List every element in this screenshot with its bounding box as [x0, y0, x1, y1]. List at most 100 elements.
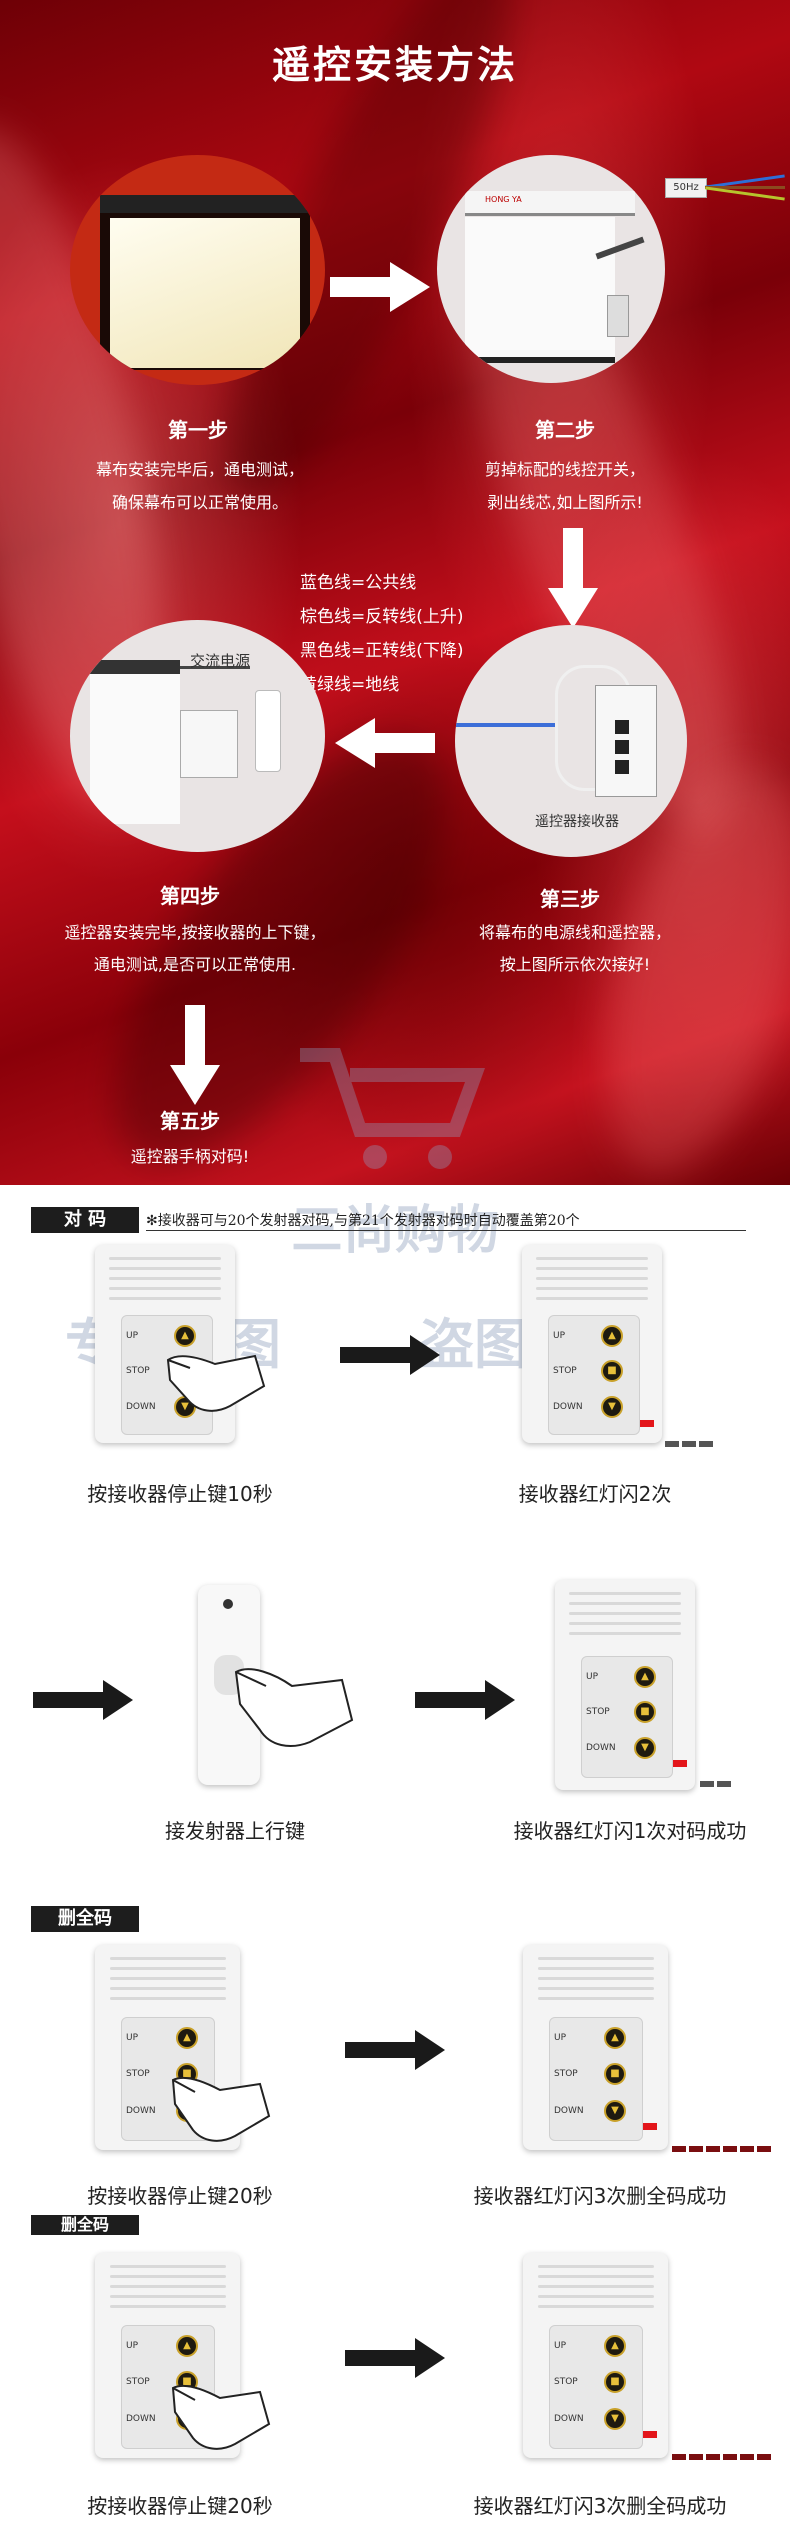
- down-button[interactable]: ▼: [634, 1737, 656, 1759]
- arrow-right-icon: [33, 1680, 133, 1720]
- step2-title: 第二步: [535, 418, 595, 442]
- stop-label: STOP: [126, 1366, 150, 1376]
- step4-photo: 交流电源: [70, 620, 325, 852]
- down-label: DOWN: [586, 1743, 616, 1753]
- up-label: UP: [586, 1672, 599, 1682]
- arrow-left-icon: [335, 718, 435, 768]
- hand-icon: [171, 2076, 271, 2142]
- up-button[interactable]: ▲: [601, 1325, 623, 1347]
- up-label: UP: [126, 1331, 139, 1341]
- stop-button[interactable]: ■: [634, 1701, 656, 1723]
- pairing-header: 对 码: [31, 1207, 139, 1233]
- stop-button[interactable]: ■: [604, 2063, 626, 2085]
- arrow-right-icon: [340, 1335, 440, 1375]
- down-label: DOWN: [126, 1402, 156, 1412]
- stop-label: STOP: [126, 2069, 150, 2079]
- step4-title: 第四步: [160, 884, 220, 908]
- step1-line2: 确保幕布可以正常使用。: [111, 493, 288, 512]
- up-button[interactable]: ▲: [176, 2027, 198, 2049]
- up-button[interactable]: ▲: [604, 2027, 626, 2049]
- ac-power-label: 交流电源: [190, 652, 251, 670]
- hand-icon: [166, 1354, 266, 1412]
- step2-line1: 剪掉标配的线控开关，: [484, 460, 645, 479]
- up-button[interactable]: ▲: [174, 1325, 196, 1347]
- stop-label: STOP: [126, 2377, 150, 2387]
- step4-line1: 遥控器安装完毕,按接收器的上下键，: [64, 923, 326, 942]
- step2-line2: 剥出线芯,如上图所示!: [487, 493, 643, 512]
- hand-icon: [171, 2384, 271, 2450]
- wire-blue: 蓝色线=公共线: [300, 573, 417, 593]
- stop-button[interactable]: ■: [604, 2371, 626, 2393]
- step3-title: 第三步: [540, 887, 600, 911]
- page-title: 遥控安装方法: [271, 42, 518, 87]
- up-label: UP: [554, 2341, 567, 2351]
- instruction-panel: 遥控安装方法 HONG YA 50Hz 第一步 幕布安装完毕后，通电测试， 确保…: [0, 0, 790, 1185]
- up-label: UP: [126, 2033, 139, 2043]
- delete2-caption-1: 按接收器停止键20秒: [87, 2494, 273, 2518]
- step3-line1: 将幕布的电源线和遥控器，: [478, 923, 671, 942]
- step5-title: 第五步: [160, 1109, 220, 1133]
- arrow-down-icon: [548, 528, 598, 628]
- step3-photo: 遥控器接收器: [455, 625, 687, 857]
- stop-label: STOP: [554, 2069, 578, 2079]
- arrow-right-icon: [345, 2030, 445, 2070]
- delete1-caption-2: 接收器红灯闪3次删全码成功: [473, 2184, 727, 2208]
- up-label: UP: [554, 2033, 567, 2043]
- cart-logo-icon: [300, 1048, 485, 1169]
- up-label: UP: [126, 2341, 139, 2351]
- stop-label: STOP: [586, 1707, 610, 1717]
- down-label: DOWN: [554, 2106, 584, 2116]
- up-label: UP: [553, 1331, 566, 1341]
- red-led: [640, 1420, 654, 1427]
- step5-line1: 遥控器手柄对码!: [130, 1147, 250, 1166]
- step1-line1: 幕布安装完毕后，通电测试，: [95, 460, 304, 479]
- arrow-right-icon: [415, 1680, 515, 1720]
- pairing-caption-4: 接收器红灯闪1次对码成功: [513, 1819, 747, 1843]
- led-blink-indicator: [672, 2445, 774, 2460]
- up-button[interactable]: ▲: [176, 2335, 198, 2357]
- brand-label: HONG YA: [485, 195, 522, 204]
- down-label: DOWN: [126, 2106, 156, 2116]
- wire-brown: 棕色线=反转线(上升): [300, 607, 464, 627]
- receiver-unit: UP ▲ STOP ■ DOWN ▼: [523, 2253, 668, 2458]
- pairing-caption-3: 接发射器上行键: [165, 1819, 305, 1843]
- down-label: DOWN: [553, 1402, 583, 1412]
- up-button[interactable]: ▲: [604, 2335, 626, 2357]
- led-blink-indicator: [665, 1432, 716, 1447]
- wire-black: 黑色线=正转线(下降): [300, 641, 464, 661]
- down-label: DOWN: [126, 2414, 156, 2424]
- up-button[interactable]: ▲: [634, 1666, 656, 1688]
- stop-label: STOP: [553, 1366, 577, 1376]
- arrow-down-icon: [170, 1005, 220, 1105]
- arrow-right-icon: [330, 262, 430, 312]
- red-led: [643, 2123, 657, 2130]
- step2-photo: HONG YA: [437, 155, 665, 383]
- delete-header-1: 删全码: [31, 1906, 139, 1932]
- down-button[interactable]: ▼: [604, 2408, 626, 2430]
- pairing-caption-1: 按接收器停止键10秒: [87, 1482, 273, 1506]
- receiver-unit: UP ▲ STOP ■ DOWN ▼: [522, 1245, 662, 1443]
- delete1-caption-1: 按接收器停止键20秒: [87, 2184, 273, 2208]
- delete-header-2: 删全码: [31, 2215, 139, 2235]
- led-blink-indicator: [700, 1772, 734, 1787]
- arrow-right-icon: [345, 2338, 445, 2378]
- step1-title: 第一步: [168, 418, 228, 442]
- led-blink-indicator: [672, 2137, 774, 2152]
- stop-button[interactable]: ■: [601, 1360, 623, 1382]
- receiver-label: 遥控器接收器: [535, 814, 619, 830]
- receiver-unit: UP ▲ STOP ■ DOWN ▼: [523, 1945, 668, 2150]
- step4-line2: 通电测试,是否可以正常使用.: [93, 955, 297, 974]
- wire-yellow-green: 黄绿线=地线: [300, 675, 400, 695]
- hz-label: 50Hz: [665, 178, 707, 198]
- pairing-caption-2: 接收器红灯闪2次: [518, 1482, 672, 1506]
- step1-photo: [70, 155, 325, 385]
- down-label: DOWN: [554, 2414, 584, 2424]
- down-button[interactable]: ▼: [604, 2100, 626, 2122]
- delete2-caption-2: 接收器红灯闪3次删全码成功: [473, 2494, 727, 2518]
- hand-icon: [234, 1668, 354, 1747]
- down-button[interactable]: ▼: [601, 1396, 623, 1418]
- receiver-unit: UP ▲ STOP ■ DOWN ▼: [555, 1580, 695, 1790]
- step3-line2: 按上图所示依次接好!: [499, 955, 651, 974]
- wire-photo: 50Hz: [665, 170, 785, 210]
- red-led: [643, 2431, 657, 2438]
